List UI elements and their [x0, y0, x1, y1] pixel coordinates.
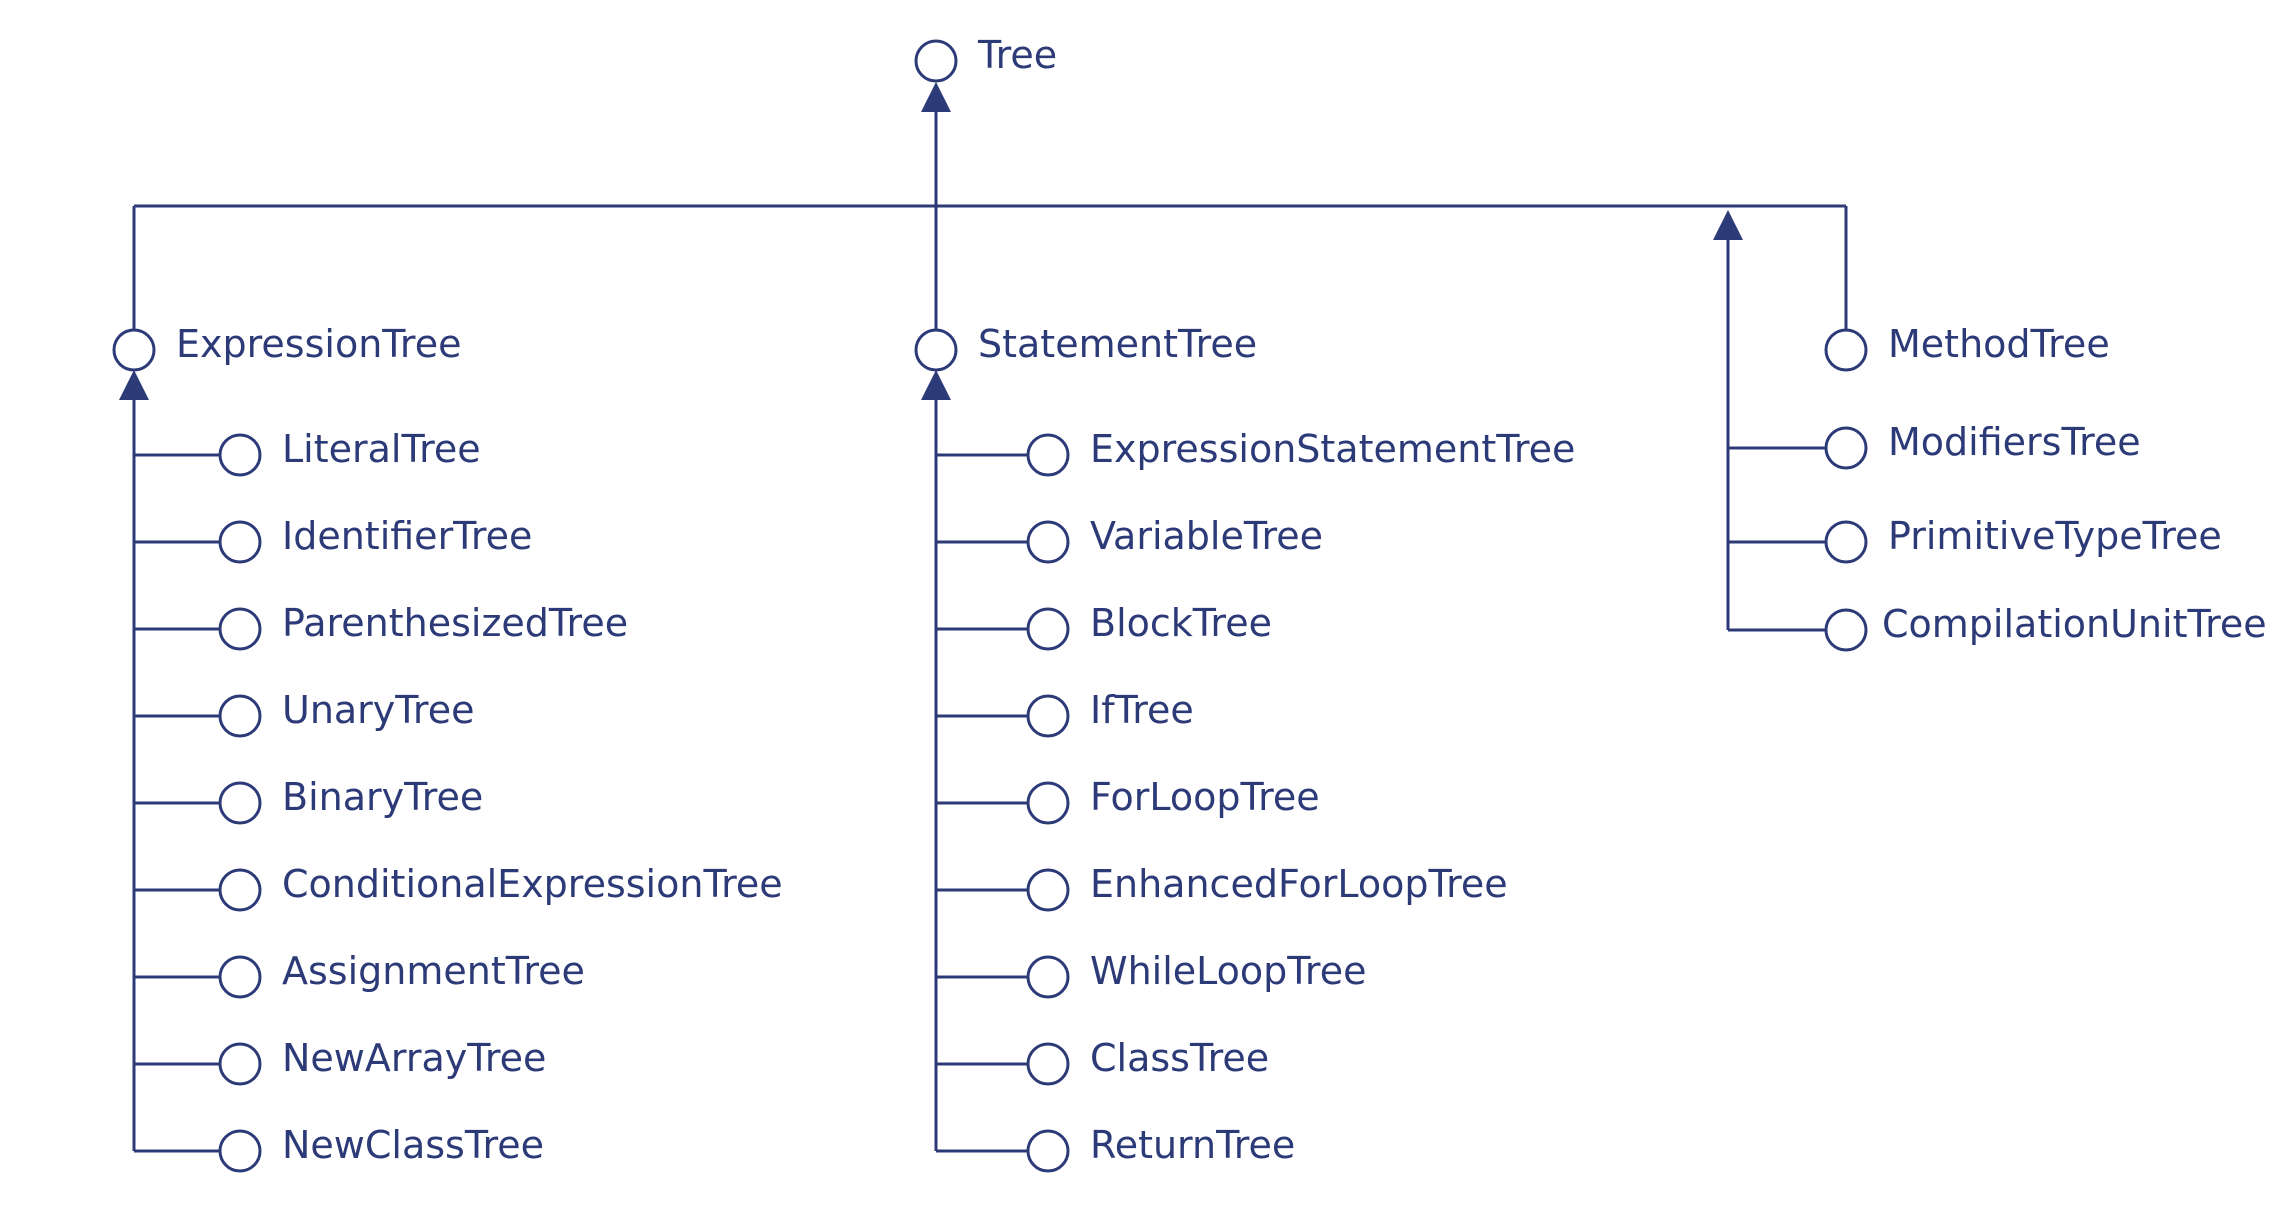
- node-label: CompilationUnitTree: [1882, 602, 2267, 646]
- node-label: IdentifierTree: [282, 514, 532, 558]
- node-circle: [1026, 694, 1070, 738]
- node-circle: [218, 694, 262, 738]
- expression-arrowhead: [119, 370, 149, 400]
- node-circle: [218, 1042, 262, 1086]
- tree-nodes: Tree ExpressionTree LiteralTree Identifi…: [112, 33, 2267, 1173]
- node-circle: [914, 39, 958, 83]
- node-circle: [1026, 868, 1070, 912]
- node-circle: [1026, 607, 1070, 651]
- connector-lines: [132, 112, 1848, 1153]
- node-primitive-type-tree: PrimitiveTypeTree: [1824, 514, 2222, 564]
- node-expression-statement-tree: ExpressionStatementTree: [1026, 427, 1575, 477]
- node-circle: [1824, 520, 1868, 564]
- node-circle: [218, 955, 262, 999]
- node-label: LiteralTree: [282, 427, 481, 471]
- statement-arrowhead: [921, 370, 951, 400]
- node-variable-tree: VariableTree: [1026, 514, 1323, 564]
- node-new-class-tree: NewClassTree: [218, 1123, 544, 1173]
- node-circle: [218, 1129, 262, 1173]
- node-new-array-tree: NewArrayTree: [218, 1036, 546, 1086]
- node-modifiers-tree: ModifiersTree: [1824, 420, 2141, 470]
- node-label: VariableTree: [1090, 514, 1323, 558]
- node-circle: [112, 328, 156, 372]
- node-circle: [218, 781, 262, 825]
- root-arrowhead: [921, 82, 951, 112]
- node-literal-tree: LiteralTree: [218, 427, 481, 477]
- node-conditional-expression-tree: ConditionalExpressionTree: [218, 862, 783, 912]
- node-label: BinaryTree: [282, 775, 483, 819]
- others-arrowhead: [1713, 210, 1743, 240]
- node-label: ClassTree: [1090, 1036, 1269, 1080]
- node-label: WhileLoopTree: [1090, 949, 1366, 993]
- node-label: BlockTree: [1090, 601, 1272, 645]
- node-label: UnaryTree: [282, 688, 474, 732]
- node-label: ExpressionTree: [176, 322, 461, 366]
- node-circle: [1824, 328, 1868, 372]
- node-if-tree: IfTree: [1026, 688, 1194, 738]
- node-unary-tree: UnaryTree: [218, 688, 474, 738]
- node-parenthesized-tree: ParenthesizedTree: [218, 601, 628, 651]
- node-expression-tree: ExpressionTree: [112, 322, 461, 372]
- node-class-tree: ClassTree: [1026, 1036, 1269, 1086]
- node-for-loop-tree: ForLoopTree: [1026, 775, 1320, 825]
- node-label: AssignmentTree: [282, 949, 585, 993]
- node-label: PrimitiveTypeTree: [1888, 514, 2222, 558]
- node-method-tree: MethodTree: [1824, 322, 2110, 372]
- node-label: MethodTree: [1888, 322, 2110, 366]
- node-circle: [218, 433, 262, 477]
- node-enhanced-for-loop-tree: EnhancedForLoopTree: [1026, 862, 1508, 912]
- node-label: Tree: [977, 33, 1057, 77]
- node-circle: [1026, 781, 1070, 825]
- node-circle: [914, 328, 958, 372]
- node-label: EnhancedForLoopTree: [1090, 862, 1508, 906]
- node-label: NewArrayTree: [282, 1036, 546, 1080]
- node-circle: [1026, 955, 1070, 999]
- node-circle: [1824, 608, 1868, 652]
- node-tree: Tree: [914, 33, 1057, 83]
- inheritance-arrows: [119, 82, 1743, 400]
- node-circle: [218, 607, 262, 651]
- node-circle: [1026, 1129, 1070, 1173]
- node-label: ModifiersTree: [1888, 420, 2141, 464]
- node-label: ConditionalExpressionTree: [282, 862, 783, 906]
- node-circle: [1026, 433, 1070, 477]
- node-circle: [218, 520, 262, 564]
- node-circle: [1824, 426, 1868, 470]
- node-label: ParenthesizedTree: [282, 601, 628, 645]
- node-return-tree: ReturnTree: [1026, 1123, 1295, 1173]
- node-circle: [1026, 1042, 1070, 1086]
- node-circle: [1026, 520, 1070, 564]
- node-label: IfTree: [1090, 688, 1194, 732]
- node-label: StatementTree: [978, 322, 1257, 366]
- node-label: ExpressionStatementTree: [1090, 427, 1575, 471]
- node-assignment-tree: AssignmentTree: [218, 949, 585, 999]
- node-label: ForLoopTree: [1090, 775, 1320, 819]
- node-statement-tree: StatementTree: [914, 322, 1257, 372]
- node-label: NewClassTree: [282, 1123, 544, 1167]
- node-label: ReturnTree: [1090, 1123, 1295, 1167]
- node-block-tree: BlockTree: [1026, 601, 1272, 651]
- node-binary-tree: BinaryTree: [218, 775, 483, 825]
- node-identifier-tree: IdentifierTree: [218, 514, 532, 564]
- node-compilation-unit-tree: CompilationUnitTree: [1824, 602, 2267, 652]
- node-circle: [218, 868, 262, 912]
- node-while-loop-tree: WhileLoopTree: [1026, 949, 1366, 999]
